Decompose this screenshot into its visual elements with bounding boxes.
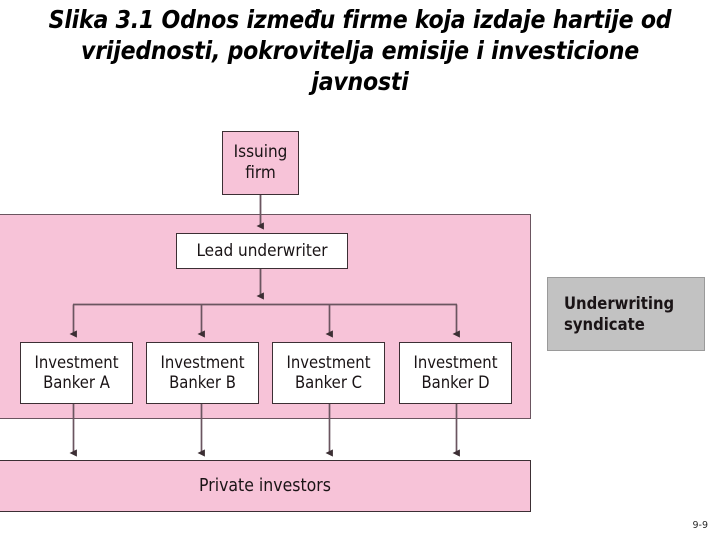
- node-investment-banker-a: Investment Banker A: [20, 342, 133, 404]
- node-underwriting-syndicate-legend: Underwriting syndicate: [547, 277, 705, 351]
- node-investment-banker-b: Investment Banker B: [146, 342, 259, 404]
- node-lead-underwriter: Lead underwriter: [176, 233, 348, 269]
- node-private-investors: Private investors: [0, 460, 531, 512]
- page-title: Slika 3.1 Odnos između firme koja izdaje…: [48, 5, 672, 96]
- node-investment-banker-d: Investment Banker D: [399, 342, 512, 404]
- node-issuing-firm: Issuing firm: [222, 131, 299, 195]
- page-number: 9-9: [692, 520, 708, 531]
- node-investment-banker-c: Investment Banker C: [272, 342, 385, 404]
